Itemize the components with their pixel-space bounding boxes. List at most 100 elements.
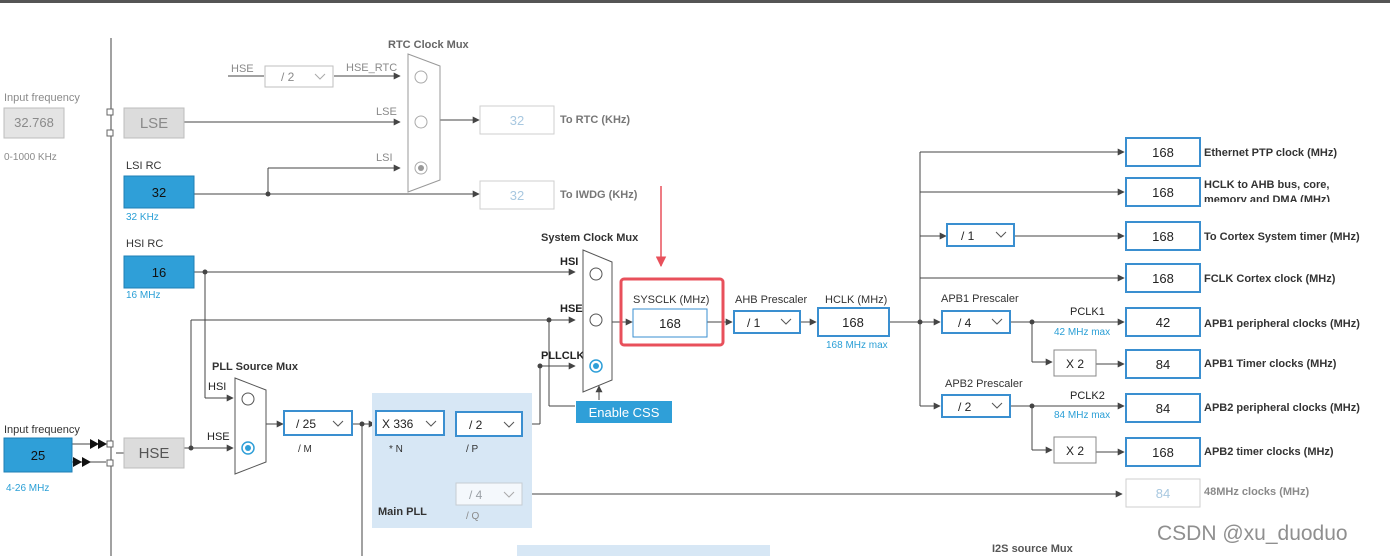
pll-q-value: / 4 <box>469 488 483 502</box>
output-label: FCLK Cortex clock (MHz) <box>1204 273 1336 285</box>
pll-q-chevron-down-icon <box>503 491 515 498</box>
output-label: Ethernet PTP clock (MHz) <box>1204 147 1337 159</box>
lsi-title: LSI RC <box>126 160 162 172</box>
pll-n-chevron-down-icon <box>425 420 437 427</box>
hclk-value: 168 <box>842 315 864 330</box>
output-value-box <box>1125 177 1201 207</box>
hse-block[interactable] <box>123 437 185 469</box>
watermark: CSDN @xu_duoduo <box>1157 522 1348 545</box>
apb2-label: APB2 Prescaler <box>945 378 1023 390</box>
output-ethernet-ptp: 168 Ethernet PTP clock (MHz) <box>1125 137 1337 167</box>
rtc-radio-lse[interactable] <box>414 115 428 129</box>
pll-p-chevron-down-icon <box>503 421 515 428</box>
ahb-prescaler-select[interactable]: / 1 <box>733 310 801 334</box>
pll-radio-hse-dot <box>245 445 251 451</box>
pll-m-label: / M <box>298 444 312 455</box>
iwdg-output-label: To IWDG (KHz) <box>560 189 638 201</box>
rtc-hse-prefix: HSE <box>231 63 254 75</box>
pll-in-hsi: HSI <box>208 381 226 393</box>
iwdg-output-value: 32 <box>510 188 524 203</box>
apb1-pclk-label: PCLK1 <box>1070 306 1105 318</box>
apb1-timer-mult: X 2 <box>1066 357 1084 371</box>
hse-block-label: HSE <box>139 445 170 462</box>
enable-css-label: Enable CSS <box>589 405 660 420</box>
output-apb1-timer: 84 APB1 Timer clocks (MHz) <box>1125 349 1337 379</box>
hclk-label: HCLK (MHz) <box>825 294 887 306</box>
output-value-box <box>1125 263 1201 293</box>
rtc-radio-hse[interactable] <box>414 70 428 84</box>
rtc-output-label: To RTC (KHz) <box>560 114 630 126</box>
apb1-max: 42 MHz max <box>1054 327 1110 338</box>
top-border <box>0 0 1390 3</box>
rtc-output-value: 32 <box>510 113 524 128</box>
hsi-sub: 16 MHz <box>126 290 160 301</box>
output-fclk: 168 FCLK Cortex clock (MHz) <box>1125 263 1336 293</box>
pll-radio-hsi[interactable] <box>241 392 255 406</box>
hse-range: 4-26 MHz <box>6 483 49 494</box>
apb2-prescaler-select[interactable]: / 2 <box>941 394 1011 418</box>
output-apb2-peripheral: 84 APB2 peripheral clocks (MHz) <box>1125 393 1360 423</box>
output-value-box <box>1125 437 1201 467</box>
output-value-box <box>1125 478 1201 508</box>
apb2-value: / 2 <box>958 400 972 414</box>
pll-n-select[interactable]: X 336 <box>375 410 445 436</box>
pll-n-value: X 336 <box>382 417 414 431</box>
ahb-value: / 1 <box>747 316 761 330</box>
ahb-chevron-down-icon <box>780 318 792 325</box>
output-apb1-peripheral: 42 APB1 peripheral clocks (MHz) <box>1125 307 1360 337</box>
lsi-value: 32 <box>152 185 166 200</box>
sys-in-pll: PLLCLK <box>541 350 584 362</box>
cortex-divider-select[interactable]: / 1 <box>946 223 1015 247</box>
hse-input-field[interactable] <box>3 437 73 473</box>
hclk-value-box[interactable] <box>817 307 890 337</box>
output-label-clip: memory and DMA (MHz) <box>1204 194 1330 202</box>
output-value-box <box>1125 221 1201 251</box>
sys-radio-pll-dot <box>593 363 599 369</box>
output-label: HCLK to AHB bus, core, <box>1204 179 1330 191</box>
rtc-hse-divider-value: / 2 <box>281 70 295 84</box>
output-value: 168 <box>1152 145 1174 160</box>
pll-p-select[interactable]: / 2 <box>455 411 523 437</box>
rtc-hse-divider-chevron-down-icon <box>314 73 326 80</box>
lse-block-label: LSE <box>140 115 168 132</box>
output-label: To Cortex System timer (MHz) <box>1204 231 1360 243</box>
sysclk-value-box[interactable] <box>632 308 708 338</box>
output-value-box <box>1125 307 1201 337</box>
hse-input-label: Input frequency <box>4 424 80 436</box>
output-value: 168 <box>1152 271 1174 286</box>
output-value: 42 <box>1156 315 1170 330</box>
pll-p-value: / 2 <box>469 418 483 432</box>
pll-source-mux-shape[interactable] <box>234 377 267 475</box>
apb1-prescaler-select[interactable]: / 4 <box>941 310 1011 334</box>
pll-m-chevron-down-icon <box>332 420 344 427</box>
lse-input-field[interactable] <box>3 107 65 139</box>
output-value-box <box>1125 137 1201 167</box>
rtc-hse-divider-select[interactable] <box>264 65 334 88</box>
output-value-box <box>1125 393 1201 423</box>
pll-in-hse: HSE <box>207 431 230 443</box>
lse-block[interactable] <box>123 107 185 139</box>
pll-m-select[interactable]: / 25 <box>283 410 353 436</box>
sys-radio-hse[interactable] <box>589 313 603 327</box>
hse-input-arrows <box>73 439 107 467</box>
sysclk-value: 168 <box>659 316 681 331</box>
output-value: 84 <box>1156 401 1170 416</box>
i2s-mux-title: I2S source Mux <box>992 543 1074 555</box>
ahb-label: AHB Prescaler <box>735 294 807 306</box>
pll-p-label: / P <box>466 444 479 455</box>
rtc-in-lsi: LSI <box>376 152 393 164</box>
output-value: 84 <box>1156 486 1170 501</box>
sys-radio-hsi[interactable] <box>589 267 603 281</box>
pll-n-label: * N <box>389 444 403 455</box>
lsi-value-box[interactable] <box>123 175 195 209</box>
apb1-timer-mult-box <box>1053 349 1097 377</box>
main-pll-label: Main PLL <box>378 506 427 518</box>
output-label: APB2 timer clocks (MHz) <box>1204 446 1334 458</box>
output-apb2-timer: 168 APB2 timer clocks (MHz) <box>1125 437 1334 467</box>
hse-input-value: 25 <box>31 448 45 463</box>
pll-q-select[interactable]: / 4 <box>455 482 523 506</box>
enable-css-button[interactable] <box>576 401 672 423</box>
hsi-value-box[interactable] <box>123 255 195 289</box>
apb1-value: / 4 <box>958 316 972 330</box>
